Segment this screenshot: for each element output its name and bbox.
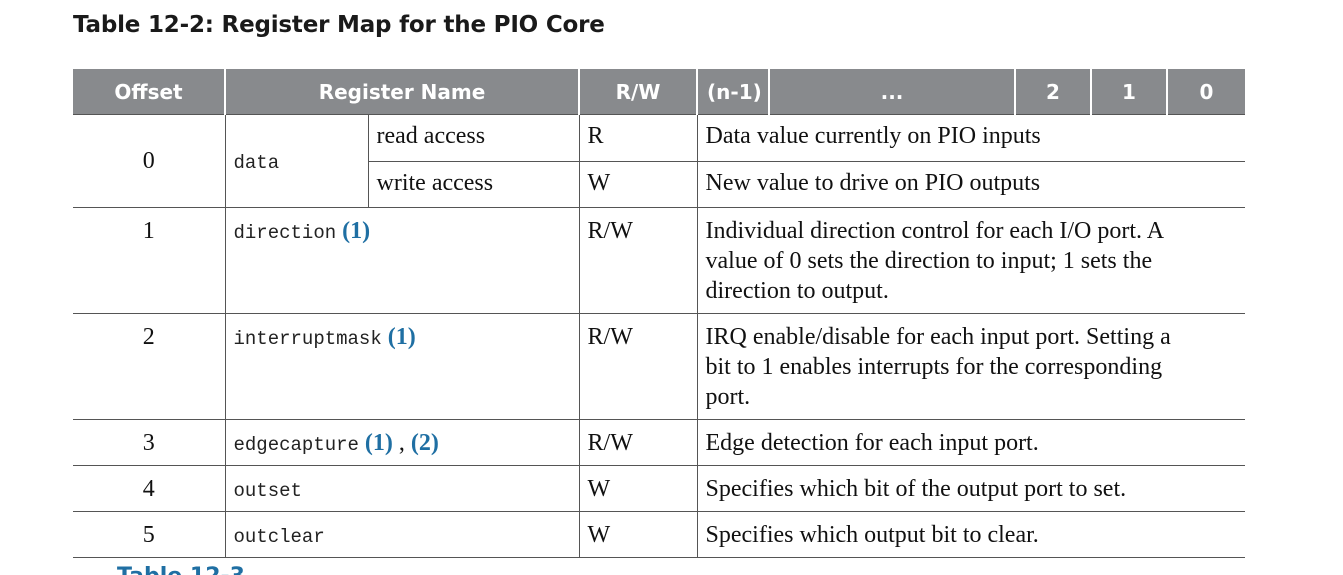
register-name-cell: outset [225,465,580,512]
rw-cell: R [579,114,698,162]
description-cell: Specifies which bit of the output port t… [697,465,1246,512]
register-map-table: Offset Register Name R/W (n-1) ... 2 1 0… [73,69,1246,558]
rw-cell: W [579,511,698,558]
description-cell: IRQ enable/disable for each input port. … [697,313,1246,420]
rw-cell: R/W [579,313,698,420]
header-register-name: Register Name [225,69,581,115]
header-bit-2: 2 [1015,69,1093,115]
register-name-cell: direction (1) [225,207,580,314]
header-bit-dots: ... [769,69,1017,115]
offset-cell: 4 [73,465,226,512]
access-cell: write access [368,161,580,208]
register-name: outclear [233,526,325,548]
table-row: 5 outclear W Specifies which output bit … [73,511,1246,558]
table-row: 0 data read access R Data value currentl… [73,114,1246,208]
footnote-ref[interactable]: (2) [410,430,439,456]
register-name-cell: interruptmask (1) [225,313,580,420]
rw-cell: W [579,161,698,208]
table-row: 4 outset W Specifies which bit of the ou… [73,465,1246,512]
register-name: direction [233,222,337,244]
table-row: write access W New value to drive on PIO… [73,161,1246,208]
offset-cell: 2 [73,313,226,420]
header-offset: Offset [73,69,226,115]
register-name: outset [233,480,302,502]
description-cell: Edge detection for each input port. [697,419,1246,466]
footnote-ref[interactable]: (1) [364,430,393,456]
register-name: interruptmask [233,328,382,350]
offset-cell: 3 [73,419,226,466]
offset-cell: 5 [73,511,226,558]
table-header-row: Offset Register Name R/W (n-1) ... 2 1 0 [73,69,1246,115]
description-cell: Data value currently on PIO inputs [697,114,1246,162]
register-name-cell: data [225,114,369,208]
next-table-caption-fragment: Table 12-3 [117,566,245,575]
access-cell: read access [368,114,580,162]
footnote-separator: , [392,430,411,456]
description-cell: Individual direction control for each I/… [697,207,1246,314]
register-name-cell: edgecapture (1) , (2) [225,419,580,466]
rw-cell: R/W [579,207,698,314]
header-rw: R/W [579,69,699,115]
description-cell: New value to drive on PIO outputs [697,161,1246,208]
table-row: 3 edgecapture (1) , (2) R/W Edge detecti… [73,419,1246,466]
offset-cell: 0 [73,114,226,208]
table-caption: Table 12-2: Register Map for the PIO Cor… [73,12,605,38]
header-bit-1: 1 [1091,69,1169,115]
offset-cell: 1 [73,207,226,314]
footnote-ref[interactable]: (1) [387,324,416,350]
table-row: 1 direction (1) R/W Individual direction… [73,207,1246,314]
header-bit-n-minus-1: (n-1) [697,69,771,115]
register-name: edgecapture [233,434,359,456]
rw-cell: W [579,465,698,512]
rw-cell: R/W [579,419,698,466]
table-row: 2 interruptmask (1) R/W IRQ enable/disab… [73,313,1246,420]
register-name-cell: outclear [225,511,580,558]
register-name: data [233,152,280,174]
footnote-ref[interactable]: (1) [342,218,371,244]
description-cell: Specifies which output bit to clear. [697,511,1246,558]
header-bit-0: 0 [1167,69,1246,115]
